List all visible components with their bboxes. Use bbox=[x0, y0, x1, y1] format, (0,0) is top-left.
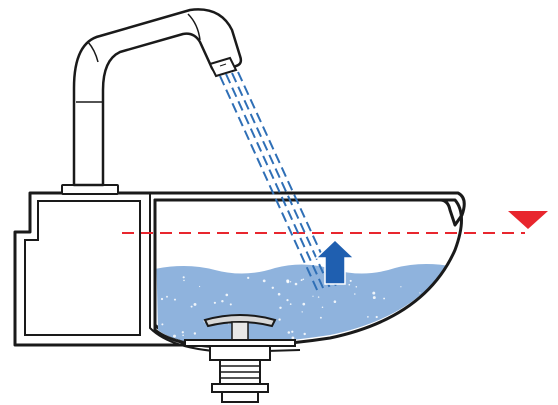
water-bubble bbox=[355, 286, 358, 288]
water-bubble bbox=[166, 295, 168, 298]
water-bubble bbox=[278, 318, 281, 321]
water-bubble bbox=[436, 295, 438, 298]
water-bubble bbox=[348, 283, 351, 286]
water-bubble bbox=[173, 298, 177, 301]
water-bubble bbox=[372, 291, 376, 295]
water-bubble bbox=[349, 279, 352, 282]
water-bubble bbox=[300, 279, 303, 282]
water-bubble bbox=[271, 286, 274, 289]
water-bubble bbox=[317, 296, 320, 298]
water-bubble bbox=[321, 306, 324, 308]
water-bubble bbox=[387, 333, 390, 336]
water-bubble bbox=[400, 329, 402, 331]
water-bubble bbox=[445, 315, 449, 319]
water-bubble bbox=[161, 323, 164, 326]
faucet-icon bbox=[61, 8, 243, 195]
water-bubble bbox=[303, 332, 306, 336]
water-bubble bbox=[262, 279, 266, 283]
water-bubble bbox=[291, 336, 295, 340]
water-bubble bbox=[286, 299, 289, 302]
water-bubble bbox=[289, 303, 292, 305]
water-bubble bbox=[301, 311, 303, 313]
water-bubble bbox=[181, 331, 184, 334]
water-bubble bbox=[372, 296, 376, 300]
water-bubble bbox=[333, 300, 337, 303]
water-bubble bbox=[375, 315, 378, 319]
water-bubble bbox=[279, 306, 282, 310]
water-bubble bbox=[221, 299, 224, 303]
water-bubble bbox=[193, 332, 197, 335]
water-bubble bbox=[383, 297, 386, 300]
water-bubble bbox=[182, 334, 184, 337]
water-bubble bbox=[400, 286, 402, 288]
water-bubble bbox=[183, 279, 185, 282]
water-bubble bbox=[190, 305, 193, 308]
water-bubble bbox=[302, 302, 306, 306]
water-bubble bbox=[160, 297, 164, 301]
water-bubble bbox=[319, 316, 322, 319]
water-stream-icon bbox=[219, 71, 337, 293]
water-bubble bbox=[225, 293, 229, 297]
water-bubble bbox=[421, 308, 424, 311]
water-bubble bbox=[247, 276, 250, 280]
water-bubble bbox=[277, 292, 281, 296]
water-bubble bbox=[439, 333, 443, 337]
water-bubble bbox=[367, 316, 369, 318]
water-bubble bbox=[415, 305, 418, 307]
water-bubble bbox=[444, 303, 447, 306]
arrow-up-icon bbox=[314, 238, 356, 285]
water-bubble bbox=[376, 325, 379, 328]
water-bubble bbox=[302, 278, 305, 281]
water-bubble bbox=[419, 292, 421, 294]
water-bubble bbox=[291, 330, 294, 333]
water-bubble bbox=[213, 301, 216, 304]
drain-plug-icon bbox=[184, 314, 296, 403]
water-bubble bbox=[437, 308, 439, 310]
water-bubble bbox=[312, 295, 314, 297]
water-bubble bbox=[287, 331, 291, 334]
water-bubble bbox=[199, 285, 201, 288]
water-bubble bbox=[286, 279, 290, 283]
water-bubble bbox=[446, 317, 448, 319]
water-bubble bbox=[354, 293, 356, 295]
water-bubble bbox=[182, 276, 185, 279]
water-bubble bbox=[193, 302, 197, 306]
water-bubble bbox=[173, 334, 176, 338]
water-bubble bbox=[289, 281, 292, 283]
triangle-down-icon bbox=[508, 211, 548, 229]
water-bubble bbox=[294, 282, 298, 286]
water-bubble bbox=[229, 303, 232, 306]
